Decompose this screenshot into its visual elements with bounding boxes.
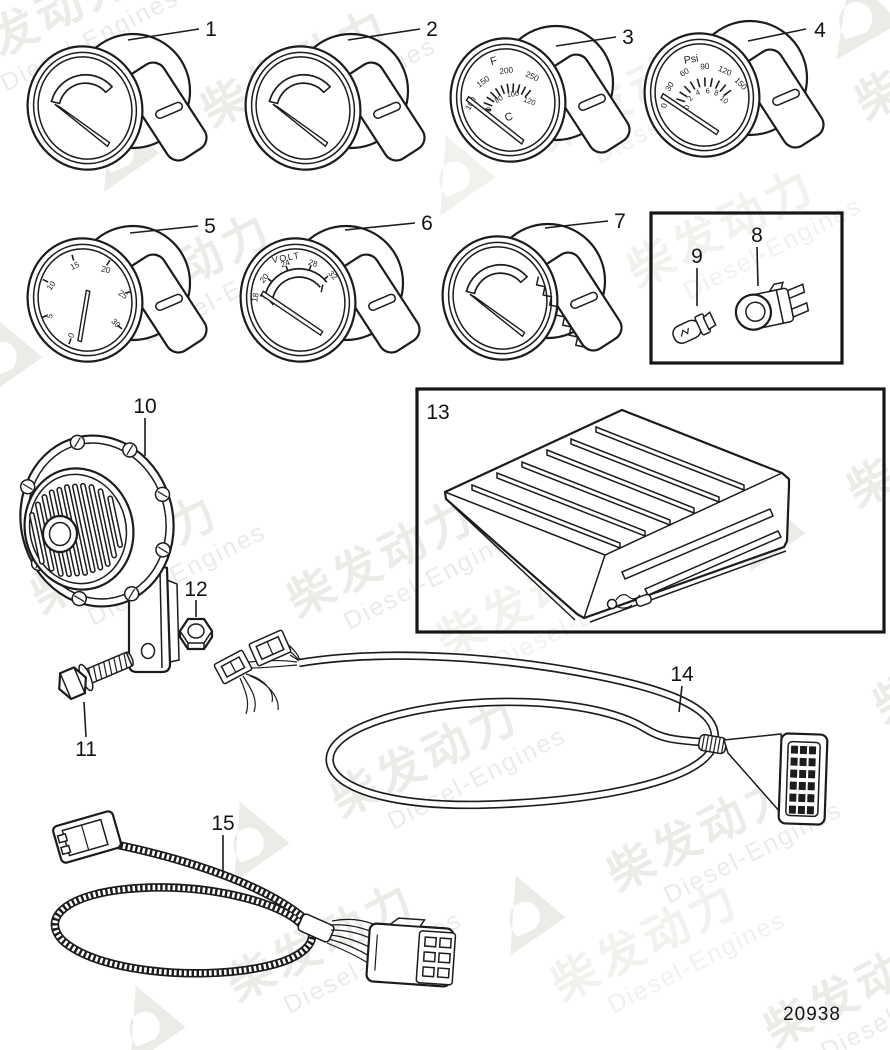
callout-8: 8 [751, 224, 763, 247]
part-horn-assembly: 10 11 12 [19, 395, 214, 761]
dial-unit-psi: Psi [683, 52, 699, 66]
svg-text:2: 2 [685, 94, 695, 103]
gauge-needle [54, 103, 111, 148]
part-gauge-pressure-4: Psi 0 30 60 90 120 150 0 2 4 6 8 10 4 [629, 18, 830, 172]
gauge-needle [465, 95, 525, 146]
harness-14-connector-multipin [777, 732, 829, 826]
part-control-unit-box: 13 [415, 387, 886, 634]
callout-4: 4 [814, 19, 826, 42]
control-unit-lead-icon [606, 593, 652, 610]
frame-box-13 [415, 387, 886, 634]
part-gauge-7: 7 [427, 210, 628, 375]
svg-text:90: 90 [700, 62, 710, 72]
bulb-socket-8 [734, 281, 810, 331]
part-gauge-5: 0 5 10 15 20 25 30 5 [12, 215, 216, 377]
svg-text:0: 0 [682, 104, 692, 111]
callout-11: 11 [75, 738, 97, 761]
harness-14-connector-small-1 [213, 649, 253, 685]
svg-text:28: 28 [307, 258, 319, 269]
part-harness-15: 15 [50, 810, 457, 988]
drawing-number: 20938 [783, 1004, 841, 1025]
callout-9: 9 [691, 245, 703, 268]
gauge-needle [469, 293, 526, 338]
part-gauge-2: 2 [230, 18, 438, 185]
svg-text:0: 0 [659, 102, 669, 109]
part-harness-14: 14 [213, 629, 829, 826]
horn-nut-12 [178, 617, 214, 651]
harness-15-connector-left [52, 810, 122, 864]
svg-text:120: 120 [522, 95, 537, 108]
part-gauge-voltmeter-6: VOLT 18 20 24 28 32 6 [225, 212, 433, 377]
harness-14-connector-small-2 [248, 629, 292, 667]
horn-bolt-11 [58, 651, 134, 701]
gauge-needle [272, 103, 329, 148]
dial-unit-volt: VOLT [271, 250, 301, 265]
callout-1: 1 [205, 18, 217, 41]
svg-text:200: 200 [499, 65, 514, 76]
svg-text:100: 100 [506, 89, 519, 100]
part-gauge-1: 1 [12, 18, 217, 185]
dial-unit-f: F [489, 55, 499, 68]
svg-text:6: 6 [705, 86, 710, 95]
gauge-needle [660, 92, 720, 136]
part-gauge-temperature-3: F 100 150 200 250 60 80 100 120 C 3 [435, 23, 636, 177]
part-box-bulb-socket: 8 9 [649, 211, 844, 365]
callout-7: 7 [614, 210, 626, 233]
gauge-needle [77, 289, 91, 343]
svg-text:18: 18 [250, 292, 261, 303]
svg-text:4: 4 [694, 88, 702, 98]
frame-box-8-9 [649, 211, 844, 365]
svg-text:24: 24 [280, 258, 292, 270]
instrument-bulb-9 [672, 311, 717, 344]
callout-15: 15 [211, 812, 234, 835]
dial-unit-c: C [503, 111, 514, 125]
svg-text:15: 15 [69, 260, 81, 272]
callout-2: 2 [426, 18, 438, 41]
harness-14-boot [697, 733, 728, 755]
svg-text:80: 80 [493, 93, 505, 105]
gauge-needle [260, 290, 324, 337]
callout-5: 5 [204, 215, 216, 238]
harness-15-connector-right [365, 917, 457, 988]
callout-3: 3 [622, 26, 634, 49]
svg-text:5: 5 [45, 313, 55, 320]
svg-text:8: 8 [713, 88, 720, 98]
callout-13: 13 [426, 401, 449, 424]
callout-14: 14 [670, 663, 694, 686]
svg-text:0: 0 [66, 331, 76, 339]
callout-12: 12 [184, 578, 207, 601]
callout-10: 10 [133, 395, 156, 418]
callout-6: 6 [421, 212, 433, 235]
svg-text:20: 20 [100, 265, 111, 276]
control-unit-13 [443, 408, 791, 623]
